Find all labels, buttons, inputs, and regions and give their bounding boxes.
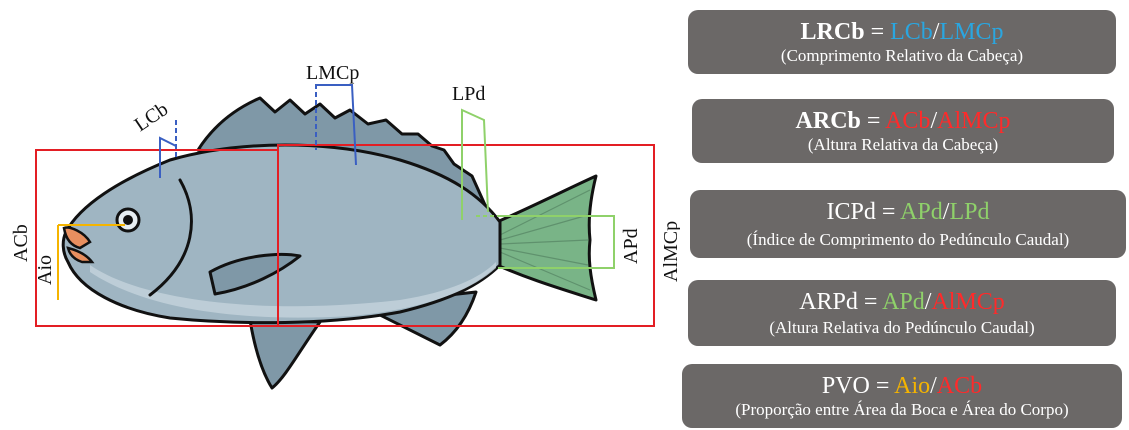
- formula-description: (Comprimento Relativo da Cabeça): [688, 46, 1116, 66]
- formula-box-arcb: ARCb = ACb/AlMCp (Altura Relativa da Cab…: [692, 99, 1114, 163]
- fish-morphometry-diagram: LCb LMCp LPd ACb Aio APd AlMCp: [0, 0, 680, 430]
- label-lmcp: LMCp: [306, 62, 359, 84]
- formula-box-pvo: PVO = Aio/ACb (Proporção entre Área da B…: [682, 364, 1122, 428]
- label-aio: Aio: [34, 255, 56, 285]
- formula-description: (Índice de Comprimento do Pedúnculo Caud…: [690, 230, 1126, 250]
- label-lcb: LCb: [130, 98, 172, 136]
- formula-name: ARCb: [796, 108, 861, 134]
- equals-sign: =: [876, 199, 900, 225]
- formula-lrcb: LRCb = LCb/LMCp: [688, 18, 1116, 46]
- formula-box-icpd: ICPd = APd/LPd (Índice de Comprimento do…: [690, 190, 1126, 258]
- equals-sign: =: [865, 19, 891, 45]
- formula-arpd: ARPd = APd/AlMCp: [688, 288, 1116, 316]
- equals-sign: =: [861, 108, 885, 134]
- formula-denominator: AlMCp: [931, 289, 1004, 315]
- equals-sign: =: [870, 373, 894, 399]
- slash: /: [930, 373, 937, 399]
- formula-numerator: LCb: [890, 19, 933, 45]
- formula-numerator: Aio: [894, 373, 930, 399]
- formula-name: LRCb: [801, 19, 865, 45]
- formula-denominator: ACb: [937, 373, 982, 399]
- formula-numerator: APd: [900, 199, 943, 225]
- label-acb: ACb: [10, 224, 32, 262]
- equals-sign: =: [858, 289, 882, 315]
- formula-description: (Altura Relativa do Pedúnculo Caudal): [688, 318, 1116, 338]
- eye-pupil: [123, 215, 133, 225]
- formula-name: PVO: [822, 373, 870, 399]
- formula-arcb: ARCb = ACb/AlMCp: [692, 107, 1114, 135]
- formula-denominator: AlMCp: [937, 108, 1010, 134]
- formula-box-lrcb: LRCb = LCb/LMCp (Comprimento Relativo da…: [688, 10, 1116, 74]
- formula-numerator: APd: [882, 289, 925, 315]
- pelvic-fin: [250, 320, 320, 388]
- formula-name: ARPd: [799, 289, 858, 315]
- formula-icpd: ICPd = APd/LPd: [690, 198, 1126, 226]
- formula-description: (Proporção entre Área da Boca e Área do …: [682, 400, 1122, 420]
- label-apd: APd: [620, 228, 642, 264]
- label-lpd: LPd: [452, 83, 485, 105]
- formula-denominator: LPd: [949, 199, 989, 225]
- label-almcp: AlMCp: [660, 221, 680, 282]
- formula-pvo: PVO = Aio/ACb: [682, 372, 1122, 400]
- formula-box-arpd: ARPd = APd/AlMCp (Altura Relativa do Ped…: [688, 280, 1116, 346]
- formula-denominator: LMCp: [939, 19, 1003, 45]
- formula-numerator: ACb: [885, 108, 930, 134]
- formula-name: ICPd: [827, 199, 876, 225]
- formula-description: (Altura Relativa da Cabeça): [692, 135, 1114, 155]
